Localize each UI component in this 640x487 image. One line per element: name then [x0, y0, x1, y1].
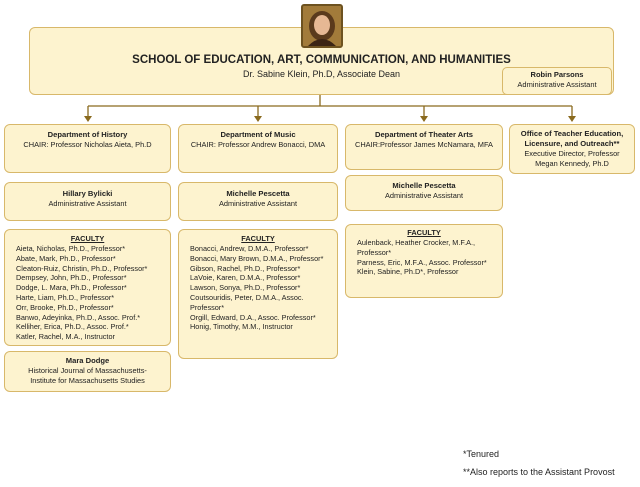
list-item: Orgill, Edward, D.A., Assoc. Professor* [190, 312, 316, 322]
list-item: Aulenback, Heather Crocker, M.F.A., Prof… [357, 238, 476, 257]
list-item: Cleaton-Ruiz, Christin, Ph.D., Professor… [16, 263, 148, 273]
history-faculty-heading: FACULTY [70, 234, 105, 243]
dept-music-title: Department of Music [220, 130, 296, 139]
music-faculty-list: Bonacci, Andrew, D.M.A., Professor* Bona… [179, 244, 337, 332]
history-faculty-box: FACULTY Aieta, Nicholas, Ph.D., Professo… [4, 229, 171, 346]
history-journal-box: Mara Dodge Historical Journal of Massach… [4, 351, 171, 392]
list-item: Dodge, L. Mara, Ph.D., Professor* [16, 283, 127, 293]
list-item: LaVoie, Karen, D.M.A., Professor* [190, 273, 301, 283]
office-teacher-ed-box: Office of Teacher Education, Licensure, … [509, 124, 635, 174]
list-item: Parness, Eric, M.F.A., Assoc. Professor* [357, 257, 487, 267]
dept-history-box: Department of History CHAIR: Professor N… [4, 124, 171, 173]
list-item: Orr, Brooke, Ph.D., Professor* [16, 302, 114, 312]
dept-theater-box: Department of Theater Arts CHAIR:Profess… [345, 124, 503, 170]
list-item: Harte, Liam, Ph.D., Professor* [16, 292, 115, 302]
school-title: SCHOOL OF EDUCATION, ART, COMMUNICATION,… [132, 54, 511, 66]
list-item: Gibson, Rachel, Ph.D., Professor* [190, 263, 301, 273]
dept-history-title: Department of History [47, 130, 128, 139]
dept-theater-chair: CHAIR:Professor James McNamara, MFA [355, 140, 493, 149]
list-item: Klein, Sabine, Ph.D*, Professor [357, 267, 459, 277]
list-item: Honig, Timothy, M.M., Instructor [190, 322, 293, 332]
journal-editor-name: Mara Dodge [65, 356, 110, 365]
provost-note: **Also reports to the Assistant Provost [463, 467, 615, 477]
list-item: Banwo, Adeyinka, Ph.D., Assoc. Prof.* [16, 312, 141, 322]
list-item: Bonacci, Andrew, D.M.A., Professor* [190, 244, 309, 253]
school-assistant-box: Robin Parsons Administrative Assistant [502, 67, 612, 95]
list-item: Lawson, Sonya, Ph.D., Professor* [190, 283, 301, 293]
list-item: Katler, Rachel, M.A., Instructor [16, 332, 115, 342]
theater-assistant-name: Michelle Pescetta [392, 181, 456, 190]
theater-assistant-box: Michelle Pescetta Administrative Assista… [345, 175, 503, 211]
tenured-note: *Tenured [463, 449, 500, 459]
theater-faculty-list: Aulenback, Heather Crocker, M.F.A., Prof… [346, 238, 502, 277]
office-teacher-ed-title: Office of Teacher Education, Licensure, … [520, 129, 624, 148]
dept-music-chair: CHAIR: Professor Andrew Bonacci, DMA [190, 140, 326, 149]
list-item: Bonacci, Mary Brown, D.M.A., Professor* [190, 253, 324, 263]
school-assistant-name: Robin Parsons [530, 70, 584, 79]
school-assistant-role: Administrative Assistant [517, 80, 597, 89]
dept-music-box: Department of Music CHAIR: Professor And… [178, 124, 338, 173]
list-item: Aieta, Nicholas, Ph.D., Professor* [16, 244, 126, 253]
theater-faculty-box: FACULTY Aulenback, Heather Crocker, M.F.… [345, 224, 503, 298]
history-faculty-list: Aieta, Nicholas, Ph.D., Professor* Abate… [5, 244, 170, 342]
dept-theater-title: Department of Theater Arts [374, 130, 474, 139]
theater-assistant-role: Administrative Assistant [384, 191, 464, 200]
dean-name: Dr. Sabine Klein, Ph.D, Associate Dean [242, 69, 401, 79]
journal-detail: Historical Journal of Massachusetts-Inst… [28, 366, 147, 385]
list-item: Kelliher, Erica, Ph.D., Assoc. Prof.* [16, 322, 129, 332]
music-faculty-box: FACULTY Bonacci, Andrew, D.M.A., Profess… [178, 229, 338, 359]
history-assistant-box: Hillary Bylicki Administrative Assistant [4, 182, 171, 221]
music-assistant-box: Michelle Pescetta Administrative Assista… [178, 182, 338, 221]
list-item: Dempsey, John, Ph.D., Professor* [16, 273, 127, 283]
dept-history-chair: CHAIR: Professor Nicholas Aieta, Ph.D [23, 140, 152, 149]
history-assistant-role: Administrative Assistant [48, 199, 127, 208]
theater-faculty-heading: FACULTY [407, 228, 441, 237]
person-photo-icon [303, 6, 341, 46]
history-assistant-name: Hillary Bylicki [62, 189, 113, 198]
office-teacher-ed-director: Executive Director, Professor Megan Kenn… [524, 149, 620, 168]
music-assistant-name: Michelle Pescetta [226, 189, 290, 198]
list-item: Coutsouridis, Peter, D.M.A., Assoc. Prof… [190, 292, 304, 312]
dean-photo [301, 4, 343, 48]
music-faculty-heading: FACULTY [241, 234, 275, 243]
music-assistant-role: Administrative Assistant [218, 199, 298, 208]
list-item: Abate, Mark, Ph.D., Professor* [16, 253, 116, 263]
